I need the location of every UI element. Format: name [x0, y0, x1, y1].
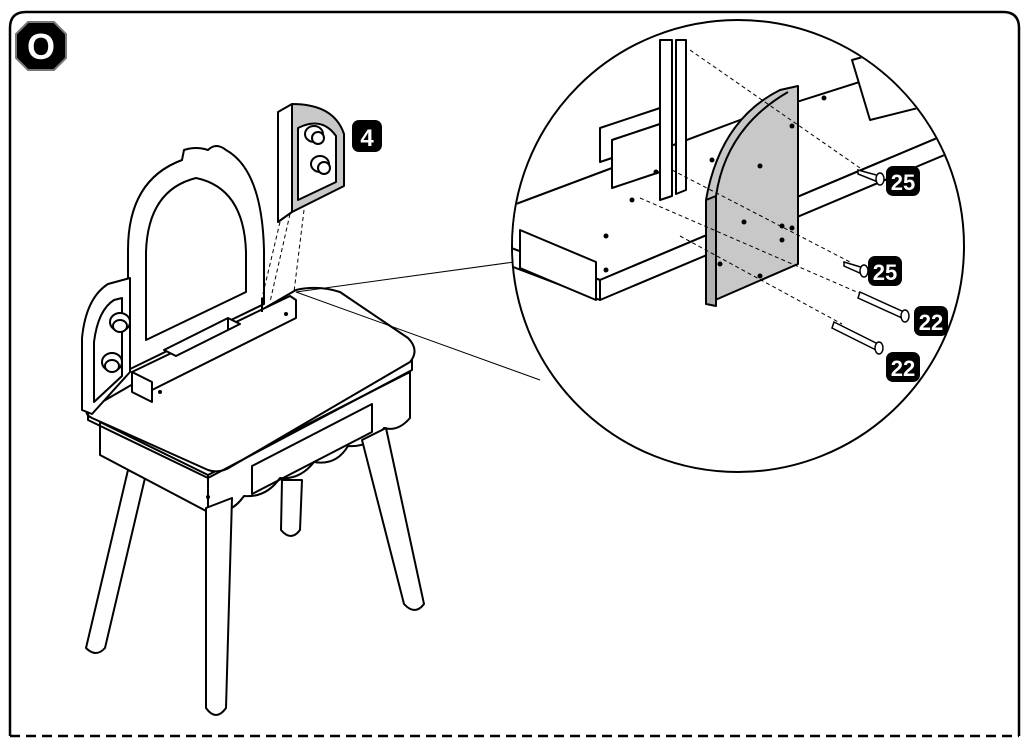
side-knob-upper — [109, 312, 131, 333]
panel-part-4 — [277, 103, 345, 223]
drawer-outline — [251, 403, 373, 495]
side-knob-lower — [101, 352, 123, 373]
step-label: O — [27, 26, 55, 67]
part-number-4: 4 — [360, 125, 374, 152]
tabletop — [85, 286, 416, 473]
screw-number-25-upper: 25 — [891, 170, 915, 195]
leg-back-left — [85, 469, 146, 654]
screw-22-upper — [857, 290, 910, 323]
part-callout-4: 4 — [352, 120, 382, 152]
screw-22-lower — [831, 320, 884, 355]
screw-callout-25-lower: 25 — [868, 256, 902, 286]
mirror-glass — [145, 177, 247, 341]
mid-block — [163, 317, 241, 357]
step-badge: O — [15, 21, 67, 71]
screw-callout-25-upper: 25 — [886, 166, 920, 196]
screw-number-22-upper: 22 — [919, 310, 943, 335]
zoom-detail — [511, 19, 965, 473]
screw-callout-22-lower: 22 — [886, 352, 920, 382]
leg-front-center — [205, 497, 233, 716]
leg-front-right — [361, 427, 425, 611]
screw-holes-table — [158, 312, 288, 499]
screw-callout-22-upper: 22 — [914, 306, 948, 336]
screw-number-22-lower: 22 — [891, 356, 915, 381]
screw-number-25-lower: 25 — [873, 260, 897, 285]
zoom-leader-lines — [295, 261, 541, 381]
tabletop-edge — [87, 360, 413, 479]
screw-25-upper — [857, 169, 885, 186]
alignment-guides-left — [261, 209, 305, 303]
vanity-table — [81, 145, 425, 716]
page-frame — [8, 10, 1021, 736]
rail-top — [131, 371, 153, 403]
leg-back-right — [280, 479, 303, 537]
